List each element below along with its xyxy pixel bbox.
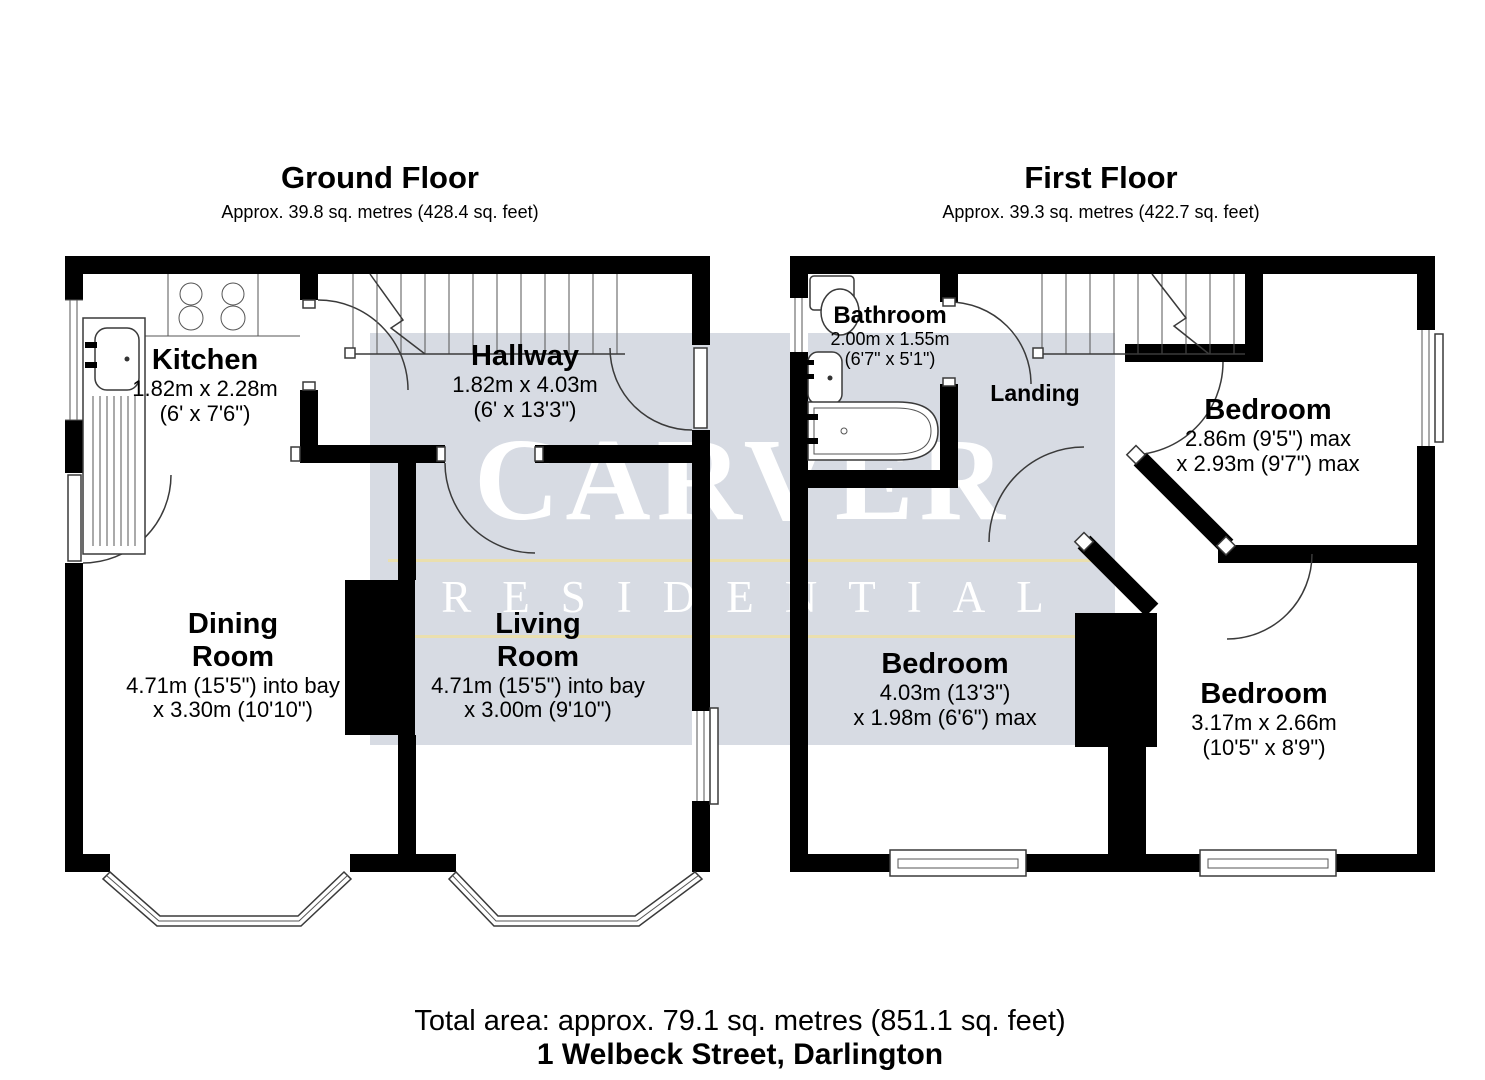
room-label-bedroom-left: Bedroom 4.03m (13'3") x 1.98m (6'6") max (853, 648, 1037, 730)
bathroom-door-icon (942, 297, 1032, 387)
bathroom-window-icon (790, 298, 808, 352)
stairs (1032, 273, 1245, 359)
ground-floor-header: Ground Floor Approx. 39.8 sq. metres (42… (221, 160, 538, 223)
living-room-window-icon (692, 707, 719, 805)
first-floor-title: First Floor (1024, 160, 1178, 195)
toilet-icon (809, 275, 860, 336)
bedroom-left-door-icon (988, 446, 1095, 552)
total-area-text: Total area: approx. 79.1 sq. metres (851… (414, 1005, 1066, 1037)
bedroom-right-window-icon (1417, 330, 1444, 446)
chimney-breast (345, 580, 415, 735)
chimney-breast (1075, 613, 1157, 747)
living-bay-window-icon (447, 870, 704, 927)
sink-drainer-icon (82, 317, 146, 555)
first-floor-drawing (790, 256, 1444, 877)
room-label-living-room: Living Room 4.71m (15'5") into bay x 3.0… (431, 608, 645, 723)
room-label-bedroom-bottom-right: Bedroom 3.17m x 2.66m (10'5" x 8'9") (1191, 678, 1337, 760)
watermark-rule-top (388, 559, 1097, 562)
kitchen-counter (145, 274, 300, 337)
kitchen-door-icon (302, 299, 409, 391)
room-label-bedroom-top-right: Bedroom 2.86m (9'5") max x 2.93m (9'7") … (1176, 394, 1360, 476)
address-text: 1 Welbeck Street, Darlington (536, 1038, 944, 1071)
walls (65, 256, 710, 872)
bathtub-icon (806, 401, 939, 461)
watermark-brand-sub: RESIDENTIAL (441, 572, 1075, 622)
diagonal-wall-landing (1077, 535, 1159, 617)
room-label-kitchen: Kitchen 1.82m x 2.28m (6' x 7'6") (132, 344, 278, 426)
first-floor-subtitle: Approx. 39.3 sq. metres (422.7 sq. feet) (942, 202, 1260, 222)
ground-floor-plan: Kitchen 1.82m x 2.28m (6' x 7'6") Hallwa… (65, 256, 725, 956)
kitchen-window-icon (65, 299, 83, 421)
bedroom-left-window-icon (889, 849, 1027, 877)
living-room-door-icon (436, 446, 544, 554)
room-label-dining-room: Dining Room 4.71m (15'5") into bay x 3.3… (126, 608, 340, 723)
ground-floor-drawing (65, 256, 719, 927)
first-floor-header: First Floor Approx. 39.3 sq. metres (422… (942, 160, 1259, 223)
front-door-icon (609, 347, 708, 431)
ground-floor-title: Ground Floor (280, 160, 480, 195)
footer: Total area: approx. 79.1 sq. metres (851… (414, 1005, 1065, 1072)
walls (790, 256, 1435, 872)
stairs (344, 273, 625, 359)
bedroom-divider-wall (1108, 747, 1146, 854)
bedroom-right-door-icon (1125, 361, 1224, 465)
hob-icon (178, 282, 246, 331)
first-floor-plan: Bathroom 2.00m x 1.55m (6'7" x 5'1") Lan… (790, 256, 1450, 916)
room-label-landing: Landing (990, 380, 1080, 406)
ground-floor-subtitle: Approx. 39.8 sq. metres (428.4 sq. feet) (221, 202, 539, 222)
room-label-hallway: Hallway 1.82m x 4.03m (6' x 13'3") (452, 340, 598, 422)
room-label-bathroom: Bathroom 2.00m x 1.55m (6'7" x 5'1") (830, 302, 950, 370)
bedroom-bottom-right-door-icon (1215, 535, 1313, 640)
dining-bay-window-icon (101, 870, 353, 927)
diagonal-wall-bedroom-right (1133, 452, 1234, 553)
bedroom-bottom-right-window-icon (1199, 849, 1337, 877)
watermark-rule-bottom (388, 635, 1097, 638)
